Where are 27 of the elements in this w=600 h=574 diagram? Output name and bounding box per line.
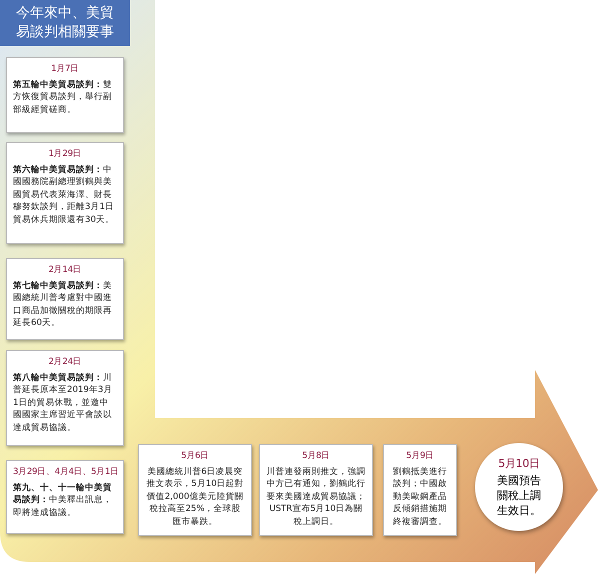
- event-card: [6, 57, 124, 133]
- event-card: [259, 444, 373, 536]
- event-date: 5月9日: [405, 450, 435, 462]
- event-card: [138, 444, 252, 536]
- event-date: 5月6日: [180, 450, 210, 462]
- event-date: 3月29日、4月4日、5月1日: [13, 466, 117, 478]
- event-card: [6, 258, 124, 340]
- event-description: 川普連發兩則推文，強調中方已有通知，劉鶴此行要來美國達成貿易協議；USTR宣布5月10日為關稅上調日。: [266, 466, 366, 528]
- event-card: [383, 444, 457, 536]
- event-description: 劉鶴抵美進行談判；中國啟動美歐鋼產品反傾銷措施期終複審調查。: [392, 466, 448, 528]
- event-description: 第五輪中美貿易談判：雙方恢復貿易談判，舉行副部級經貿磋商。: [13, 78, 113, 116]
- event-date: 2月14日: [48, 264, 82, 276]
- event-card: [6, 142, 124, 244]
- event-description: 第六輪中美貿易談判：中國國務院副總理劉鶴與美國貿易代表萊海澤、財長穆努欽談判，距離3月1日貿易休兵期限還有30天。: [13, 164, 115, 226]
- event-card: [6, 350, 124, 446]
- event-date: 1月7日: [50, 63, 80, 76]
- event-date: 1月29日: [48, 148, 82, 160]
- event-date: 5月8日: [301, 450, 331, 462]
- event-description: 美國預告關稅上調生效日。: [496, 473, 542, 518]
- event-description: 第八輪中美貿易談判：川普延長原本至2019年3月1日的貿易休戰，並邀中國國家主席習近平會談以達成貿易協議。: [13, 372, 114, 434]
- event-card: [6, 460, 124, 534]
- title-banner: 今年來中、美貿易談判相關要事: [0, 0, 130, 46]
- event-description: 美國總統川普6日凌晨突推文表示，5月10日起對價值2,000億美元陸貨關稅拉高至25%，全球股匯市暴跌。: [145, 466, 245, 528]
- event-description: 第九、十、十一輪中美貿易談判：中美釋出訊息，即將達成協議。: [13, 482, 113, 519]
- event-description: 第七輪中美貿易談判：美國總統川普考慮對中國進口商品加徵關稅的期限再延長60天。: [13, 280, 113, 330]
- event-date: 5月10日: [498, 456, 540, 471]
- event-date: 2月24日: [48, 356, 82, 368]
